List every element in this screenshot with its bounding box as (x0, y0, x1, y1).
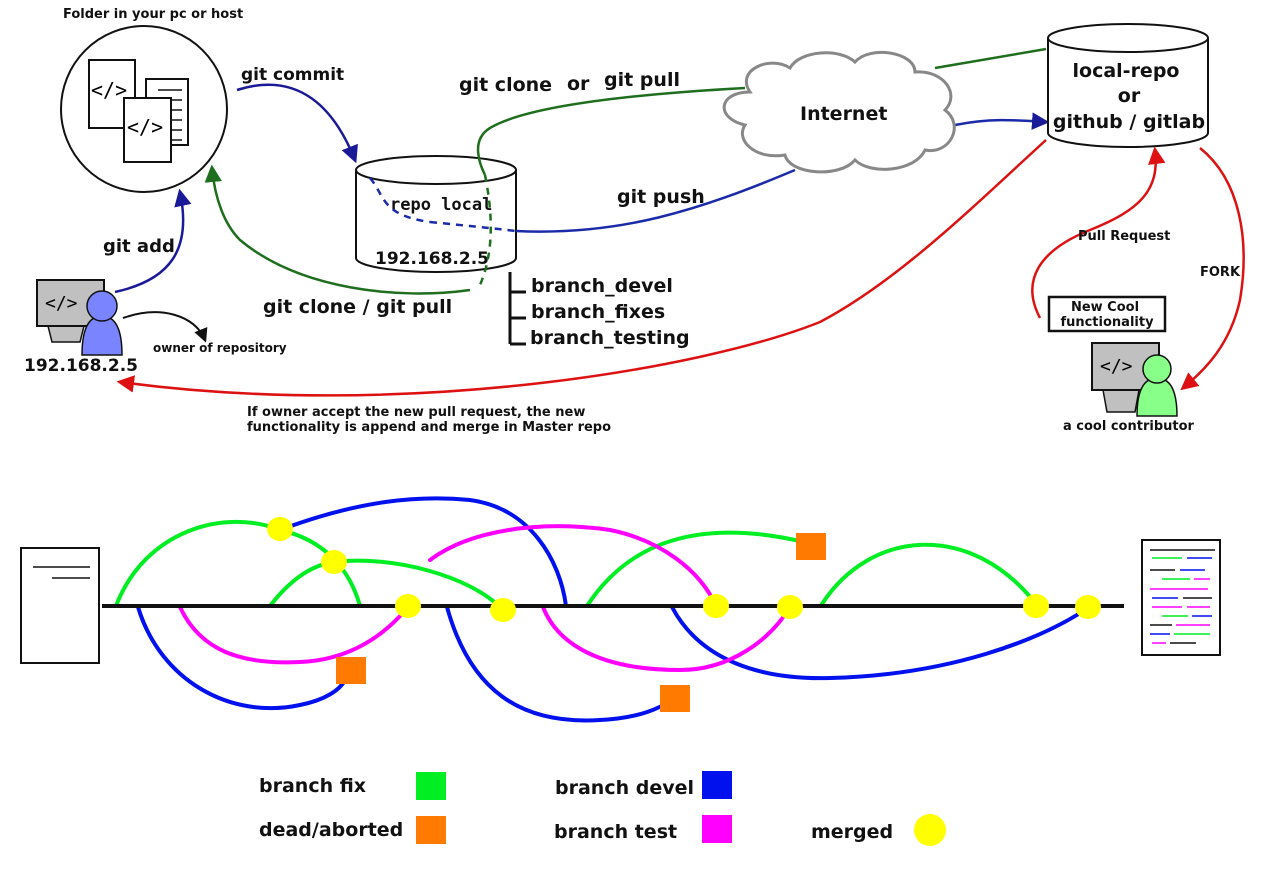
fix-branch-3 (585, 530, 812, 608)
git-clone-pull-arrow (204, 164, 471, 295)
legend-devel-swatch (702, 771, 732, 799)
internet-label: Internet (800, 103, 887, 125)
git-commit-label: git commit (241, 65, 344, 85)
merged-marker (1023, 594, 1049, 618)
merge-back-arrow (116, 139, 1047, 397)
push-dashed-line (369, 177, 431, 224)
git-add-arrow (114, 188, 192, 294)
owner-caption: owner of repository (153, 341, 287, 355)
remote-repo-line3: github / gitlab (1053, 111, 1205, 133)
git-add-label: git add (103, 236, 175, 257)
remote-repo-line1: local-repo (1073, 60, 1180, 82)
new-cool-line2: functionality (1060, 315, 1154, 330)
or-label: or (567, 73, 590, 95)
folder-icon: </> </> (60, 25, 228, 193)
fork-arrow (1180, 147, 1245, 391)
merged-markers (267, 517, 1101, 622)
git-commit-arrow (236, 83, 358, 164)
merged-marker (1075, 595, 1101, 619)
pull-request-arrow (1031, 146, 1166, 319)
code-icon: </> (91, 78, 127, 102)
fix-branch-1 (114, 519, 282, 608)
contributor-person-icon (1136, 354, 1178, 417)
remote-repo-cylinder-icon (1047, 23, 1209, 148)
legend-dead-swatch (416, 816, 446, 844)
repo-local-title: repo local (390, 195, 492, 215)
git-clone-label: git clone (459, 74, 552, 96)
test-branch-1 (178, 605, 410, 665)
clone-remote-line (476, 86, 746, 176)
aborted-marker (660, 685, 690, 712)
merge-note-line2: functionality is append and merge in Mas… (247, 420, 611, 435)
aborted-marker (796, 533, 826, 560)
legend-dead-label: dead/aborted (259, 819, 403, 841)
merged-marker (490, 598, 516, 622)
code-icon: </> (45, 293, 78, 314)
fix-branch-4 (820, 542, 1038, 606)
folder-caption: Folder in your pc or host (63, 7, 243, 22)
test-branch-3 (541, 605, 792, 673)
aborted-markers (336, 533, 826, 712)
merged-marker (267, 517, 293, 541)
merged-marker (703, 594, 729, 618)
devel-branch-1 (278, 496, 568, 608)
legend-fix-label: branch fix (259, 775, 366, 797)
fix-branch-1b (278, 528, 362, 608)
fork-label: FORK (1200, 265, 1241, 280)
git-push-arrow (954, 112, 1050, 130)
branch-fixes-label: branch_fixes (531, 301, 665, 323)
git-clone-pull-label: git clone / git pull (263, 296, 452, 318)
clone-from-remote-line (934, 47, 1047, 70)
code-icon: </> (1100, 356, 1133, 377)
git-pull-label: git pull (604, 69, 680, 91)
internet-cloud-icon (722, 50, 956, 174)
push-dashed-line-2 (429, 220, 517, 233)
pull-request-label: Pull Request (1078, 229, 1170, 244)
code-icon: </> (127, 115, 163, 139)
branches-tree (508, 272, 526, 346)
legend-merged-label: merged (811, 821, 893, 843)
legend-test-label: branch test (554, 821, 677, 843)
legend-devel-label: branch devel (555, 777, 694, 799)
devel-branch-3 (445, 605, 674, 723)
clone-dashed-line (478, 174, 493, 286)
owner-person-icon (81, 290, 123, 356)
branch-curves (114, 496, 1090, 723)
remote-repo-line2: or (1118, 85, 1141, 107)
merged-marker (395, 594, 421, 618)
owner-pointer-arrow (122, 311, 208, 343)
fix-branch-2 (268, 558, 505, 612)
legend-merged-swatch (914, 814, 946, 846)
new-cool-box (1047, 295, 1167, 333)
end-document-icon (1141, 539, 1221, 656)
legend-fix-swatch (416, 772, 446, 800)
new-cool-line1: New Cool (1071, 300, 1139, 315)
branch-testing-label: branch_testing (530, 327, 690, 349)
devel-branch-2 (136, 605, 347, 711)
legend-test-swatch (702, 815, 732, 843)
git-push-label: git push (617, 186, 705, 208)
owner-ip: 192.168.2.5 (24, 356, 138, 376)
aborted-marker (336, 657, 366, 684)
devel-branch-4 (670, 605, 1090, 681)
repo-local-cylinder-icon (355, 155, 517, 273)
merge-note-line1: If owner accept the new pull request, th… (247, 405, 585, 420)
legend: branch fix branch devel dead/aborted bra… (259, 771, 946, 846)
start-document-icon (20, 547, 100, 664)
merged-marker (321, 550, 347, 574)
merged-marker (777, 595, 803, 619)
git-push-line (515, 168, 796, 233)
branch-devel-label: branch_devel (531, 275, 673, 297)
test-branch-2 (428, 524, 718, 608)
repo-local-ip: 192.168.2.5 (375, 249, 489, 269)
contributor-caption: a cool contributor (1063, 419, 1195, 434)
